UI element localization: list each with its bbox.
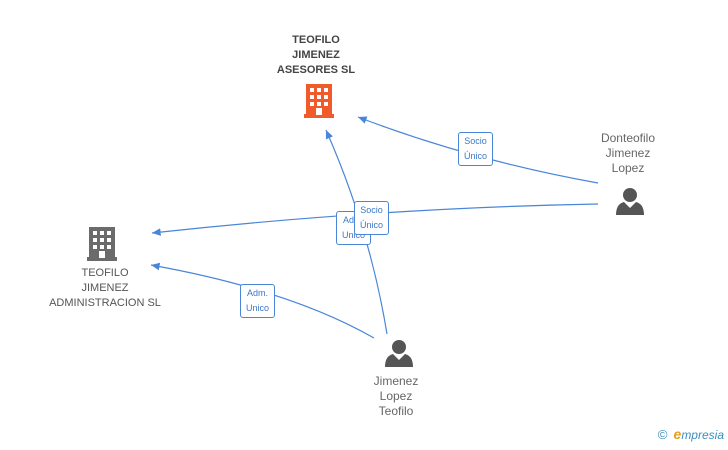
node-label-donteofilo-jimenez-lopez: Donteofilo Jimenez Lopez	[600, 131, 656, 175]
person-icon[interactable]	[615, 186, 645, 221]
node-label-teofilo-jimenez-asesores: TEOFILO JIMENEZ ASESORES SL	[276, 34, 356, 76]
node-label-jimenez-lopez-teofilo: Jimenez Lopez Teofilo	[373, 374, 419, 418]
edge-label-socio-unico: Socio Único	[458, 132, 494, 166]
building-icon[interactable]	[87, 227, 117, 266]
person-icon[interactable]	[384, 338, 414, 373]
edge-label-socio-unico: Socio Único	[354, 201, 390, 235]
edge-jimenez-to-administracion	[150, 262, 375, 339]
node-label-teofilo-jimenez-administracion: TEOFILO JIMENEZ ADMINISTRACION SL	[49, 267, 161, 309]
building-icon[interactable]	[304, 84, 334, 123]
edge-label-adm-unico: Adm. Unico	[240, 284, 276, 318]
empresia-logo: ©empresia	[657, 426, 724, 442]
